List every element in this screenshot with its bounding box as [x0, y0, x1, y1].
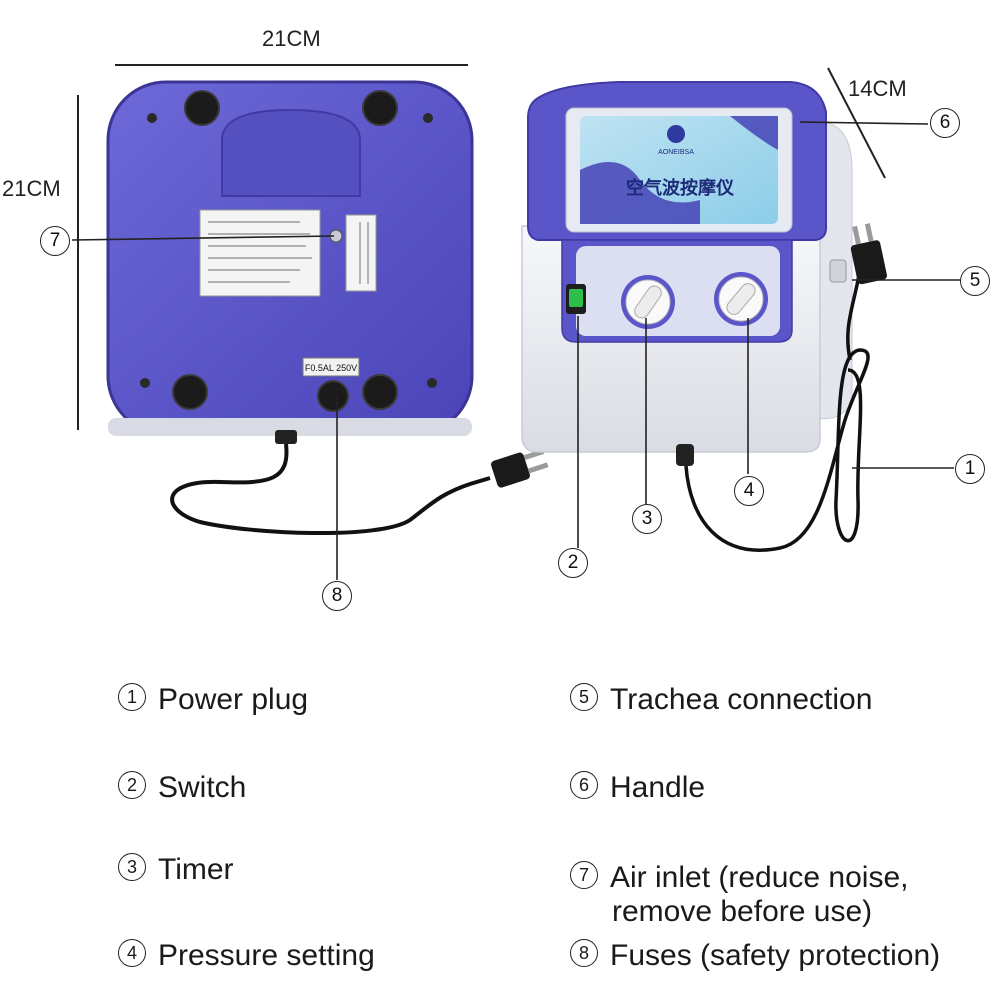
legend-number: 6: [570, 771, 598, 800]
legend-item: 5 Trachea connection: [570, 682, 872, 717]
brand-text: AONEIBSA: [658, 149, 694, 156]
front-cable: [684, 348, 870, 552]
legend-text: Switch: [158, 771, 247, 805]
front-plug: [850, 223, 887, 285]
callout-leaders: [71, 121, 960, 580]
width-label: 21CM: [262, 26, 321, 51]
legend-item: 4 Pressure setting: [118, 938, 375, 973]
diagram-graphics: F0.5AL 250V AONEIBSA 空气波按摩仪: [71, 64, 960, 580]
legend-number: 2: [118, 771, 146, 800]
legend-item: 7 Air inlet (reduce noise, remove before …: [570, 860, 908, 929]
callout-5: 5: [960, 266, 990, 296]
legend-text: Handle: [610, 771, 706, 805]
legend-number: 3: [118, 853, 146, 882]
legend-text: Trachea connection: [610, 683, 873, 717]
legend-text: Power plug: [158, 683, 309, 717]
legend-text: Air inlet (reduce noise,: [610, 861, 909, 895]
legend-item: 6 Handle: [570, 770, 705, 805]
callout-6: 6: [930, 108, 960, 138]
callout-1: 1: [955, 454, 985, 484]
legend-number: 1: [118, 683, 146, 712]
callout-3: 3: [632, 504, 662, 534]
device-bottom-view: F0.5AL 250V: [106, 80, 474, 444]
bottom-cable: [170, 443, 491, 536]
legend-text: Fuses (safety protection): [610, 939, 941, 973]
legend-number: 5: [570, 683, 598, 712]
callout-4: 4: [734, 476, 764, 506]
legend-item: 3 Timer: [118, 852, 234, 887]
callout-2: 2: [558, 548, 588, 578]
legend-text: Timer: [158, 853, 234, 887]
legend-number: 8: [570, 939, 598, 968]
legend-item: 1 Power plug: [118, 682, 308, 717]
device-front-view: AONEIBSA 空气波按摩仪: [521, 81, 853, 466]
legend-text-continued: remove before use): [612, 895, 873, 929]
callout-8: 8: [322, 581, 352, 611]
callout-7: 7: [40, 226, 70, 256]
height-label: 21CM: [2, 176, 61, 201]
legend-text: Pressure setting: [158, 939, 375, 973]
product-diagram: F0.5AL 250V AONEIBSA 空气波按摩仪: [2, 26, 990, 611]
fuse-label: F0.5AL 250V: [305, 363, 357, 373]
legend-number: 7: [570, 861, 598, 890]
legend-item: 8 Fuses (safety protection): [570, 938, 940, 973]
front-panel-title: 空气波按摩仪: [626, 177, 735, 198]
legend-item: 2 Switch: [118, 770, 246, 805]
depth-label: 14CM: [848, 76, 907, 101]
legend-number: 4: [118, 939, 146, 968]
